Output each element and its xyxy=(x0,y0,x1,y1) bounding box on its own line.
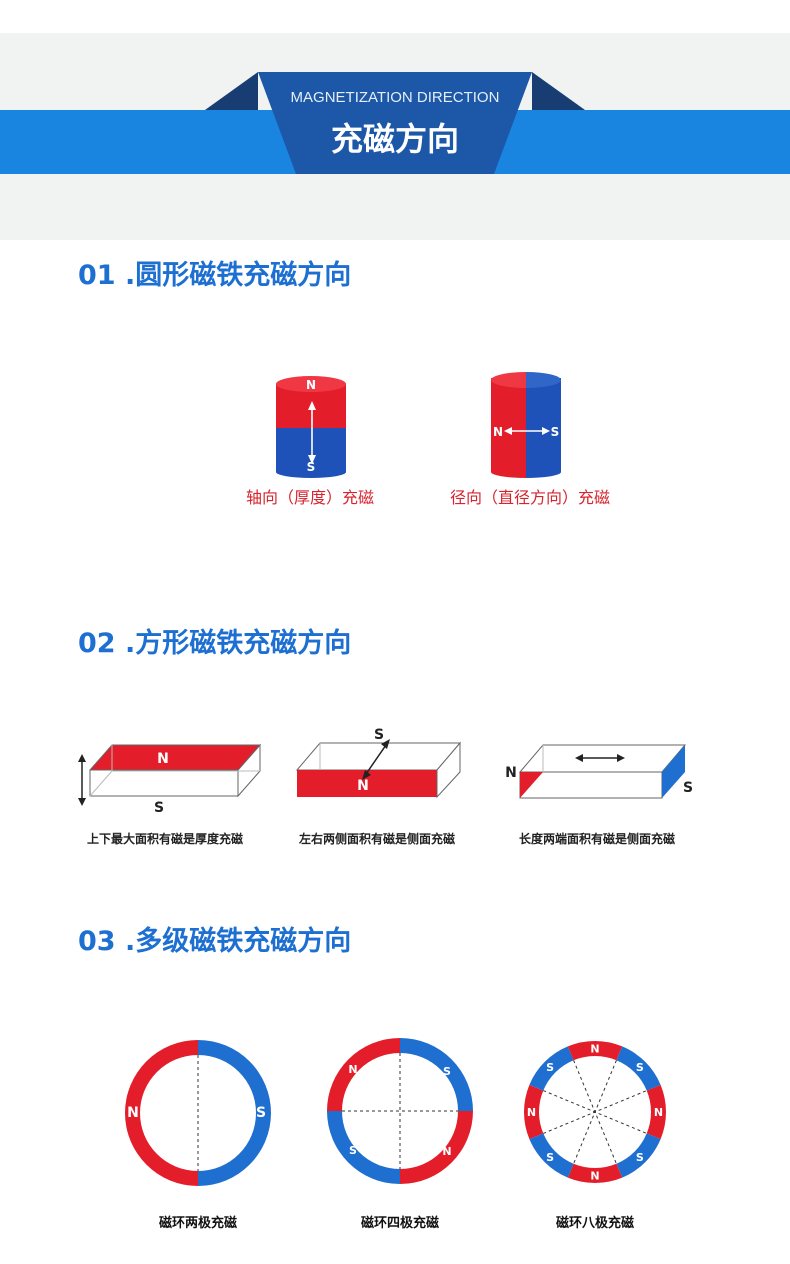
caption-axial: 轴向（厚度）充磁 xyxy=(245,488,374,507)
pole-label: S xyxy=(307,460,316,474)
block-end-magnet: N S xyxy=(505,744,693,799)
section-title-round: 01 .圆形磁铁充磁方向 xyxy=(78,260,352,291)
pole-label: N xyxy=(505,765,517,781)
block-thickness-magnet: N S xyxy=(78,743,262,816)
section-title-square: 02 .方形磁铁充磁方向 xyxy=(78,628,352,659)
radial-cylinder-magnet: N S xyxy=(491,372,561,478)
pole-label: N xyxy=(654,1106,663,1119)
block-side-magnet: S N xyxy=(295,727,462,799)
ring-segment xyxy=(646,1084,666,1140)
ring-segment xyxy=(524,1084,544,1140)
ring-four-pole: N S N S xyxy=(327,1038,473,1184)
pole-label: S xyxy=(154,800,164,816)
pole-label: S xyxy=(443,1065,451,1078)
banner-subtitle: MAGNETIZATION DIRECTION xyxy=(290,89,500,106)
ring-segment xyxy=(567,1163,623,1183)
caption-block-side: 左右两侧面积有磁是侧面充磁 xyxy=(298,832,455,846)
banner-title: 充磁方向 xyxy=(330,120,459,158)
divider-line xyxy=(573,1060,617,1164)
ring-segment xyxy=(616,1133,661,1178)
pole-label: N xyxy=(590,1043,599,1056)
pole-label: S xyxy=(546,1061,554,1074)
ring-eight-pole: N S N S N S N S xyxy=(524,1041,666,1183)
pole-label: N xyxy=(357,778,369,794)
pole-label: N xyxy=(590,1170,599,1183)
caption-ring-two: 磁环两极充磁 xyxy=(158,1216,237,1231)
caption-ring-eight: 磁环八极充磁 xyxy=(555,1216,634,1231)
ring-segment xyxy=(616,1046,661,1091)
section-title-multipole: 03 .多级磁铁充磁方向 xyxy=(78,926,352,957)
pole-label: N xyxy=(157,751,169,767)
caption-block-end: 长度两端面积有磁是侧面充磁 xyxy=(518,832,675,846)
ring-two-pole: N S xyxy=(125,1040,271,1186)
pole-label: S xyxy=(349,1144,357,1157)
banner-trapezoid xyxy=(205,72,585,174)
pole-label: S xyxy=(683,780,693,796)
pole-label: N xyxy=(493,425,503,439)
pole-label: S xyxy=(551,425,560,439)
ring-segment xyxy=(529,1046,574,1091)
axial-cylinder-magnet: N S xyxy=(276,376,346,478)
pole-label: N xyxy=(348,1063,357,1076)
pole-label: S xyxy=(636,1061,644,1074)
pole-label: N xyxy=(527,1106,536,1119)
caption-block-thickness: 上下最大面积有磁是厚度充磁 xyxy=(86,832,243,846)
pole-label: S xyxy=(546,1151,554,1164)
pole-label: N xyxy=(442,1145,451,1158)
caption-radial: 径向（直径方向）充磁 xyxy=(449,488,610,507)
pole-label: S xyxy=(636,1151,644,1164)
ring-segment xyxy=(567,1041,623,1061)
pole-label: S xyxy=(256,1105,266,1121)
caption-ring-four: 磁环四极充磁 xyxy=(360,1216,439,1231)
pole-label: N xyxy=(306,378,316,392)
pole-label: N xyxy=(127,1105,139,1121)
pole-label: S xyxy=(374,727,384,743)
ring-segment xyxy=(529,1133,574,1178)
